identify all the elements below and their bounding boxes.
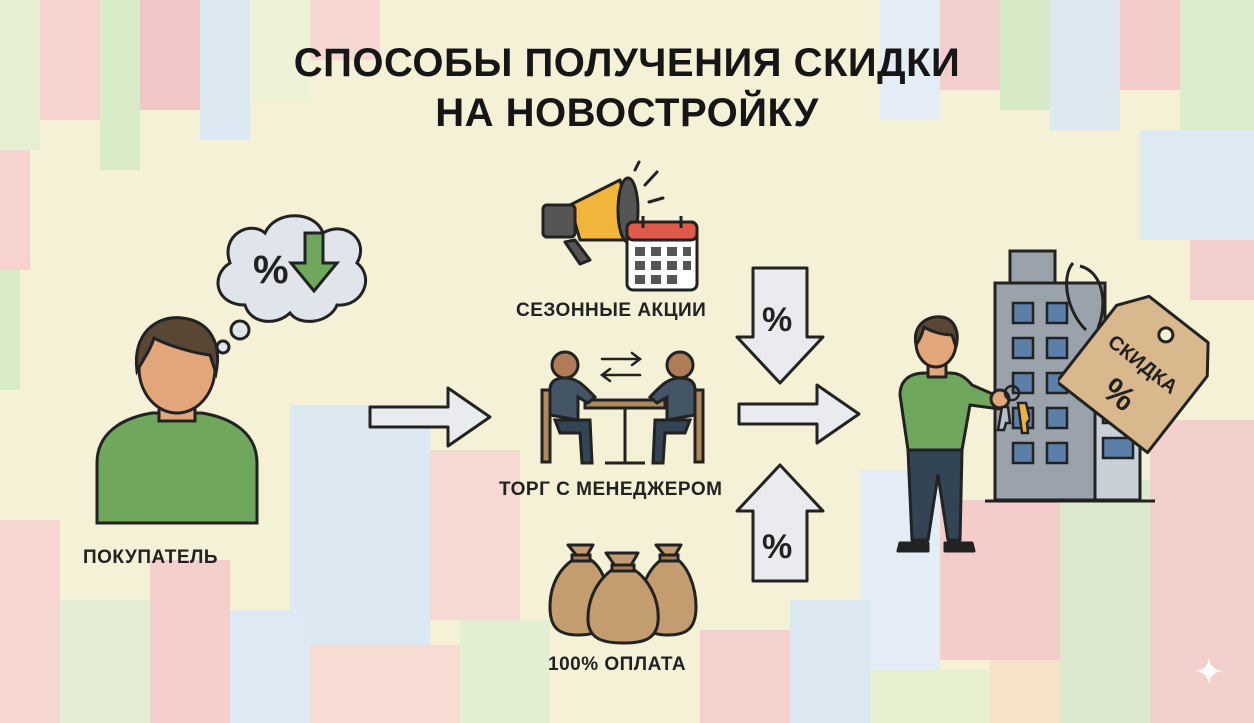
method-full-payment-label: 100% ОПЛАТА [548,654,687,675]
thought-bubble-discount-icon: % [215,214,368,355]
owner-with-keys-icon [896,315,1030,553]
megaphone-calendar-icon [541,160,699,292]
discount-down-arrow-icon: % [735,266,825,385]
discount-up-arrow-icon: % [735,463,825,583]
thought-percent-sign: % [253,248,289,292]
method-seasonal-label: СЕЗОННЫЕ АКЦИИ [516,300,707,321]
buyer-figure-icon [95,316,259,525]
up-arrow-percent: % [762,528,792,566]
page-title-line2: НА НОВОСТРОЙКУ [435,91,819,135]
buyer-label: ПОКУПАТЕЛЬ [83,547,219,568]
arrow-right-result-icon [737,383,861,445]
arrow-right-icon [368,386,492,448]
money-bags-icon [548,543,698,645]
sparkle-watermark-icon [1195,657,1223,685]
down-arrow-percent: % [762,301,792,339]
negotiation-table-icon [540,350,705,465]
discount-price-tag-icon: СКИДКА % [1058,262,1210,455]
page-title-line1: СПОСОБЫ ПОЛУЧЕНИЯ СКИДКИ [293,41,961,85]
method-negotiation-label: ТОРГ С МЕНЕДЖЕРОМ [499,479,723,500]
